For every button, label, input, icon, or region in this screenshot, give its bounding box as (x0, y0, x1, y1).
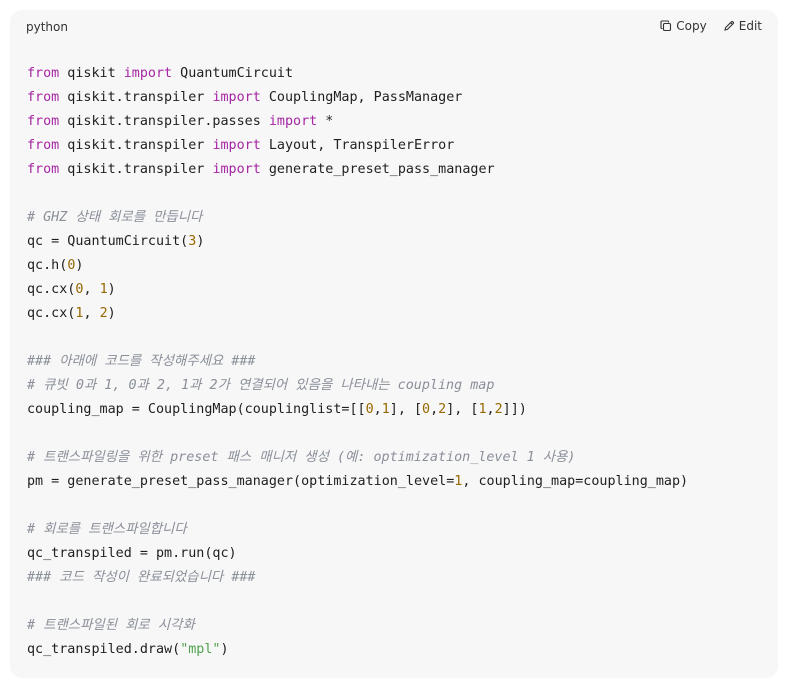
code-line: qc = QuantumCircuit(3) (27, 230, 688, 254)
code-keyword: import (268, 114, 318, 129)
code-text: , coupling_map=coupling_map) (462, 474, 689, 489)
code-keyword: from (27, 162, 60, 177)
code-line (27, 326, 688, 350)
code-text: ) (107, 282, 116, 297)
edit-label: Edit (738, 19, 762, 33)
code-number: 2 (438, 402, 447, 417)
code-line: qc.h(0) (27, 254, 688, 278)
code-number: 1 (75, 306, 84, 321)
copy-icon (660, 20, 672, 32)
code-text: qc_transpiled.draw( (27, 642, 181, 657)
code-text: qiskit.transpiler (59, 138, 213, 153)
code-comment: # 트랜스파일링을 위한 preset 패스 매니저 생성 (예: optimi… (27, 450, 576, 465)
code-text: , (83, 306, 100, 321)
code-line: # GHZ 상태 회로를 만듭니다 (27, 206, 688, 230)
edit-icon (723, 20, 735, 32)
code-text: QuantumCircuit (172, 66, 294, 81)
code-text: qiskit.transpiler (59, 90, 213, 105)
code-text: ]]) (502, 402, 527, 417)
code-text: qc.cx( (27, 306, 76, 321)
code-line (27, 182, 688, 206)
code-keyword: import (212, 90, 261, 105)
code-keyword: from (27, 90, 60, 105)
code-number: 0 (365, 402, 374, 417)
code-text: qc_transpiled = pm.run(qc) (27, 546, 237, 561)
code-comment: ### 코드 작성이 완료되었습니다 ### (27, 570, 256, 585)
code-line: coupling_map = CouplingMap(couplinglist=… (27, 398, 688, 422)
code-line: pm = generate_preset_pass_manager(optimi… (27, 470, 688, 494)
code-number: 0 (75, 282, 84, 297)
code-number: 2 (99, 306, 108, 321)
language-label: python (26, 20, 68, 34)
code-number: 2 (494, 402, 503, 417)
code-text: qiskit (59, 66, 124, 81)
code-text: ) (220, 642, 229, 657)
code-line: # 큐빗 0과 1, 0과 2, 1과 2가 연결되어 있음을 나타내는 cou… (27, 374, 688, 398)
code-text: , (83, 282, 100, 297)
code-text: coupling_map = CouplingMap(couplinglist=… (27, 402, 366, 417)
code-text: ) (75, 258, 84, 273)
code-keyword: from (27, 138, 60, 153)
code-keyword: import (123, 66, 173, 81)
code-text: qiskit.transpiler.passes (59, 114, 269, 129)
code-comment: # 회로를 트랜스파일합니다 (27, 522, 187, 537)
code-text: pm = generate_preset_pass_manager(optimi… (27, 474, 455, 489)
code-number: 1 (381, 402, 390, 417)
code-text: , (430, 402, 439, 417)
copy-button[interactable]: Copy (660, 19, 707, 33)
code-number: 0 (67, 258, 76, 273)
code-line: ### 아래에 코드를 작성해주세요 ### (27, 350, 688, 374)
code-line: ### 코드 작성이 완료되었습니다 ### (27, 566, 688, 590)
code-comment: # GHZ 상태 회로를 만듭니다 (27, 210, 203, 225)
code-line: qc.cx(0, 1) (27, 278, 688, 302)
code-line: qc.cx(1, 2) (27, 302, 688, 326)
code-line: from qiskit.transpiler.passes import * (27, 110, 688, 134)
code-actions: Copy Edit (660, 19, 762, 33)
code-comment: ### 아래에 코드를 작성해주세요 ### (27, 354, 256, 369)
code-line: # 회로를 트랜스파일합니다 (27, 518, 688, 542)
code-comment: # 트랜스파일된 회로 시각화 (27, 618, 195, 633)
code-keyword: from (27, 66, 60, 81)
code-number: 1 (99, 282, 108, 297)
code-line: from qiskit.transpiler import Layout, Tr… (27, 134, 688, 158)
code-number: 3 (188, 234, 197, 249)
code-text: Layout, TranspilerError (260, 138, 455, 153)
code-keyword: import (212, 138, 261, 153)
code-line: qc_transpiled.draw("mpl") (27, 638, 688, 662)
copy-label: Copy (676, 19, 707, 33)
code-line: from qiskit.transpiler import CouplingMa… (27, 86, 688, 110)
edit-button[interactable]: Edit (723, 19, 762, 33)
code-text: qc.cx( (27, 282, 76, 297)
code-text: generate_preset_pass_manager (260, 162, 495, 177)
code-text: * (317, 114, 334, 129)
code-text: qiskit.transpiler (59, 162, 213, 177)
code-line (27, 422, 688, 446)
code-line (27, 590, 688, 614)
code-keyword: import (212, 162, 261, 177)
code-line (27, 494, 688, 518)
code-text: qc = QuantumCircuit( (27, 234, 189, 249)
code-number: 1 (454, 474, 463, 489)
code-text: ) (107, 306, 116, 321)
code-block: python Copy Edit (10, 10, 778, 678)
code-line: # 트랜스파일된 회로 시각화 (27, 614, 688, 638)
code-line: qc_transpiled = pm.run(qc) (27, 542, 688, 566)
code-block-header: python Copy Edit (10, 10, 778, 46)
code-line: from qiskit.transpiler import generate_p… (27, 158, 688, 182)
code-comment: # 큐빗 0과 1, 0과 2, 1과 2가 연결되어 있음을 나타내는 cou… (27, 378, 495, 393)
code-text: ], [ (389, 402, 423, 417)
code-text: ], [ (446, 402, 479, 417)
code-number: 1 (478, 402, 487, 417)
code-number: 0 (422, 402, 431, 417)
code-line: from qiskit import QuantumCircuit (27, 62, 688, 86)
code-text: ) (196, 234, 205, 249)
code-line: # 트랜스파일링을 위한 preset 패스 매니저 생성 (예: optimi… (27, 446, 688, 470)
code-text: , (373, 402, 382, 417)
code-text: , (486, 402, 495, 417)
code-string: "mpl" (180, 642, 221, 657)
code-keyword: from (27, 114, 60, 129)
code-text: CouplingMap, PassManager (260, 90, 463, 105)
code-text: qc.h( (27, 258, 68, 273)
